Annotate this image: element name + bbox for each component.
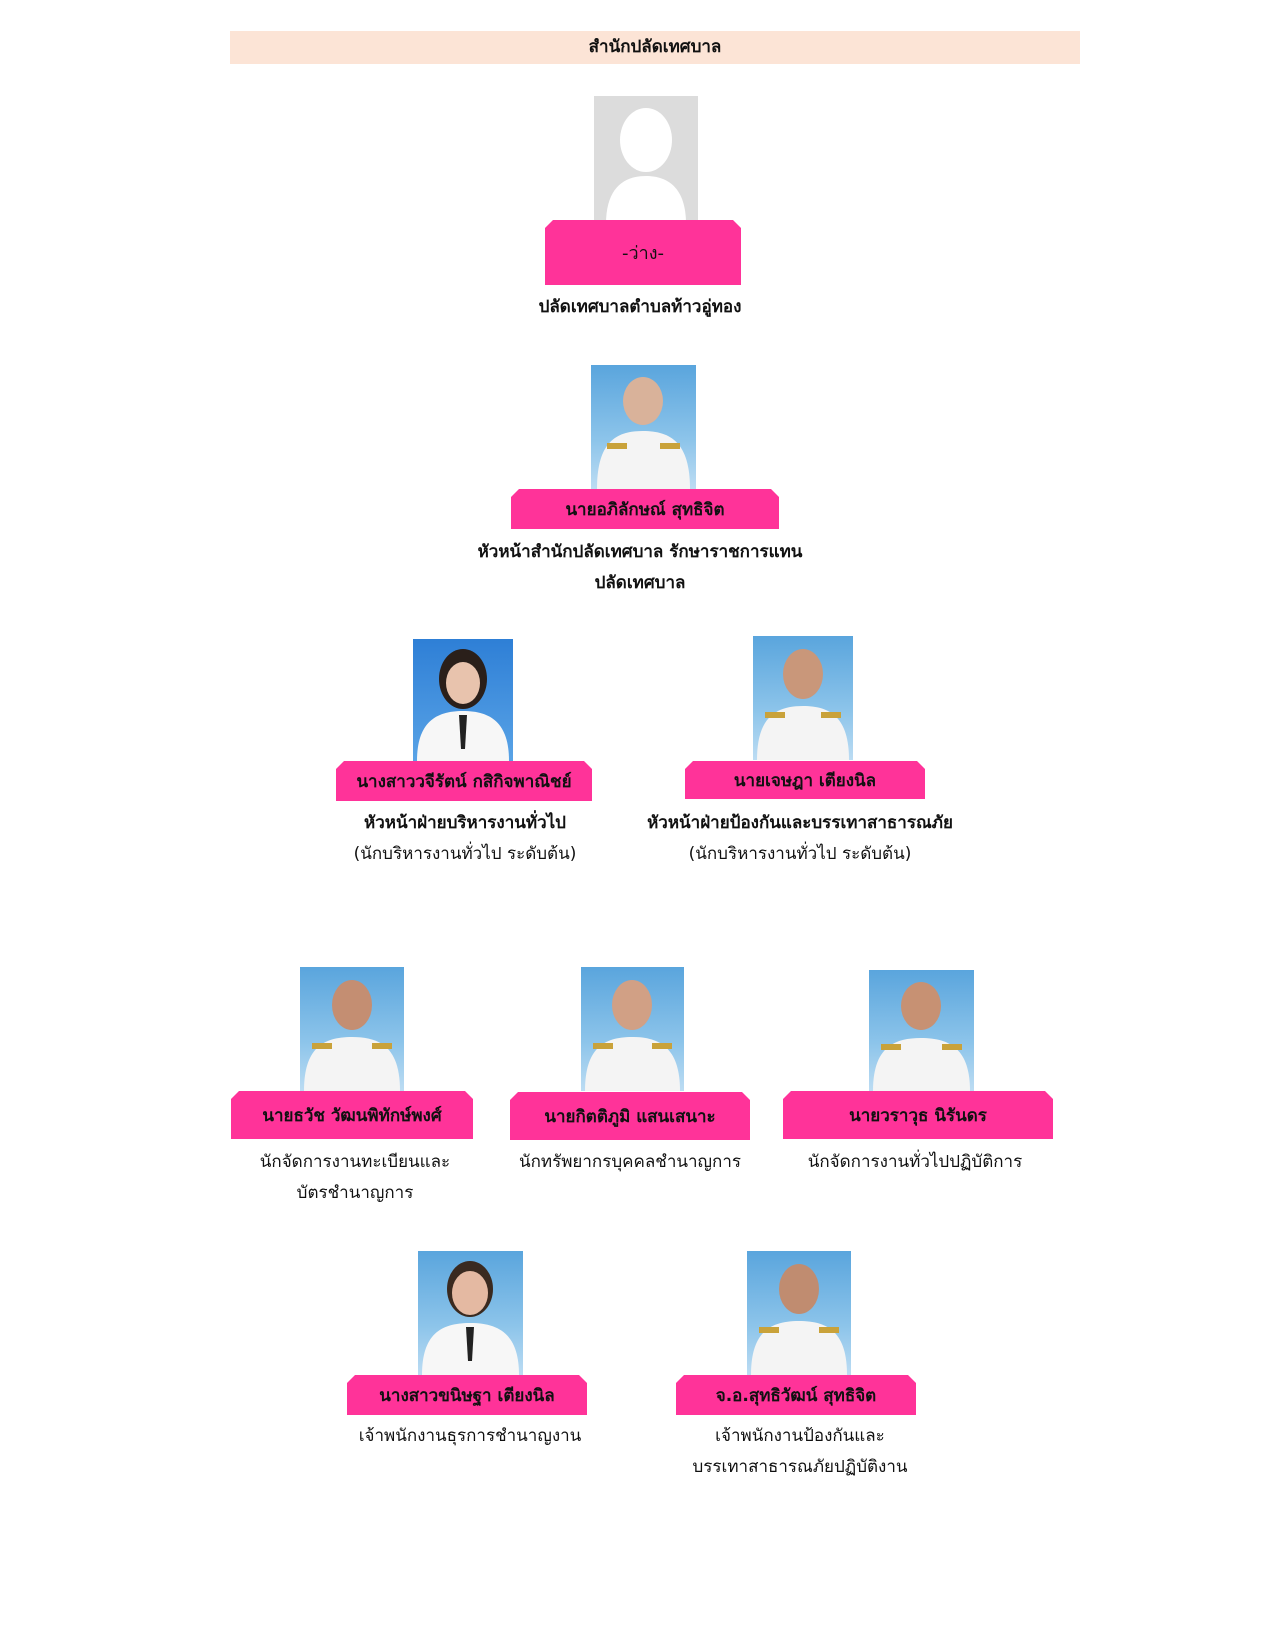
name-plate-staff-hr: นายกิตติภูมิ แสนเสนาะ [510,1092,750,1140]
position-line: นักจัดการงานทะเบียนและ [259,1152,451,1172]
position-head-admin: หัวหน้าฝ่ายบริหารงานทั่วไป (นักบริหารงาน… [290,808,640,870]
position-staff-general: นักจัดการงานทั่วไปปฏิบัติการ [760,1147,1070,1178]
position-staff-disaster-officer: เจ้าพนักงานป้องกันและ บรรเทาสาธารณภัยปฏิ… [640,1421,960,1483]
position-line: ปลัดเทศบาลตำบลท้าวอู่ทอง [538,297,742,317]
position-line: หัวหน้าสำนักปลัดเทศบาล รักษาราชการแทน [477,542,803,562]
position-subtitle: (นักบริหารงานทั่วไป ระดับต้น) [353,844,577,864]
position-line: เจ้าพนักงานธุรการชำนาญงาน [358,1426,582,1446]
name-plate-head-disaster: นายเจษฎา เตียงนิล [685,761,925,799]
photo-staff-registration [300,967,404,1091]
photo-head-disaster [753,636,853,760]
position-top: ปลัดเทศบาลตำบลท้าวอู่ทอง [440,292,840,323]
name-plate-staff-registration: นายธวัช วัฒนพิทักษ์พงศ์ [231,1091,473,1139]
position-staff-registration: นักจัดการงานทะเบียนและ บัตรชำนาญการ [200,1147,510,1209]
vacant-avatar-placeholder [594,96,698,224]
name-plate-staff-clerk: นางสาวขนิษฐา เตียงนิล [347,1375,587,1415]
position-head-disaster: หัวหน้าฝ่ายป้องกันและบรรเทาสาธารณภัย (นั… [600,808,1000,870]
name-plate-deputy: นายอภิลักษณ์ สุทธิจิต [511,489,779,529]
position-line: เจ้าพนักงานป้องกันและ [715,1426,885,1446]
position-line: บัตรชำนาญการ [296,1183,414,1203]
position-line: นักจัดการงานทั่วไปปฏิบัติการ [807,1152,1023,1172]
name-plate-staff-disaster-officer: จ.อ.สุทธิวัฒน์ สุทธิจิต [676,1375,916,1415]
position-staff-hr: นักทรัพยากรบุคคลชำนาญการ [470,1147,790,1178]
photo-staff-general [869,970,974,1091]
position-deputy: หัวหน้าสำนักปลัดเทศบาล รักษาราชการแทน ปล… [420,537,860,599]
name-plate-head-admin: นางสาววจีรัตน์ กสิกิจพาณิชย์ [336,761,592,801]
department-title: สำนักปลัดเทศบาล [230,31,1080,64]
name-plate-vacant: -ว่าง- [545,220,741,285]
position-subtitle: (นักบริหารงานทั่วไป ระดับต้น) [688,844,912,864]
position-line: นักทรัพยากรบุคคลชำนาญการ [518,1152,742,1172]
position-staff-clerk: เจ้าพนักงานธุรการชำนาญงาน [310,1421,630,1452]
position-line: ปลัดเทศบาล [594,573,686,593]
photo-head-admin [413,639,513,761]
photo-deputy [591,365,696,489]
position-title: หัวหน้าฝ่ายป้องกันและบรรเทาสาธารณภัย [647,813,953,833]
position-title: หัวหน้าฝ่ายบริหารงานทั่วไป [364,813,566,833]
name-plate-staff-general: นายวราวุธ นิรันดร [783,1091,1053,1139]
position-line: บรรเทาสาธารณภัยปฏิบัติงาน [692,1457,908,1477]
photo-staff-clerk [418,1251,523,1375]
photo-staff-hr [581,967,684,1091]
photo-staff-disaster-officer [747,1251,851,1375]
